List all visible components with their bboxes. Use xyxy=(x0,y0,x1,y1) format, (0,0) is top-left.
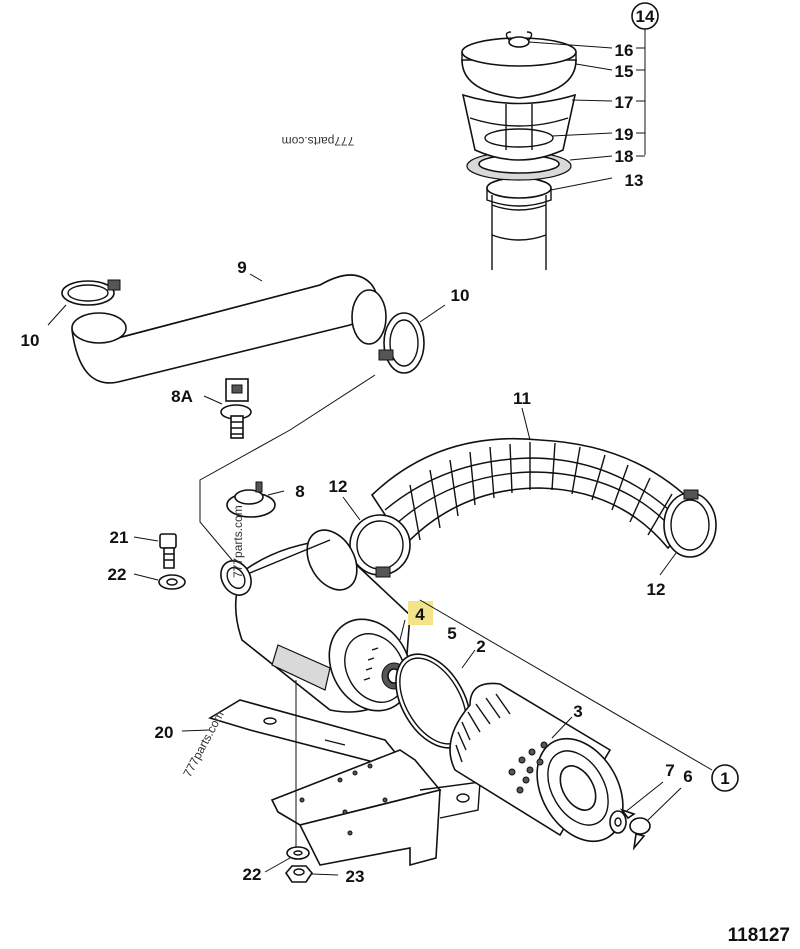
callout-11: 11 xyxy=(513,389,531,408)
callout-2: 2 xyxy=(476,637,485,656)
washer-22-top xyxy=(133,573,186,590)
callout-15: 15 xyxy=(615,62,634,81)
callout-7: 7 xyxy=(665,761,674,780)
callout-4: 4 xyxy=(415,605,425,624)
air-cleaner-housing xyxy=(199,374,433,713)
callout-13: 13 xyxy=(625,171,644,190)
callout-20: 20 xyxy=(155,723,174,742)
bolt-21 xyxy=(133,533,177,569)
callout-10-right: 10 xyxy=(451,286,470,305)
nut-23 xyxy=(284,865,339,883)
callout-6: 6 xyxy=(683,767,692,786)
watermark-bottom: 777parts.com xyxy=(180,709,226,780)
mounting-bracket-20 xyxy=(181,680,481,867)
callout-1-circle xyxy=(711,764,739,792)
callout-8a: 8A xyxy=(171,387,193,406)
washer-22-bottom xyxy=(264,846,310,873)
pre-cleaner-assembly xyxy=(461,28,646,270)
callout-1-leader xyxy=(419,599,713,771)
callout-23: 23 xyxy=(346,867,365,886)
callout-8: 8 xyxy=(295,482,304,501)
callout-16: 16 xyxy=(615,41,634,60)
callout-1: 1 xyxy=(720,769,729,788)
callout-3: 3 xyxy=(573,702,582,721)
callout-17: 17 xyxy=(615,93,634,112)
callout-12-right: 12 xyxy=(647,580,666,599)
callout-21: 21 xyxy=(110,528,129,547)
wing-nut-6 xyxy=(619,787,682,851)
figure-number: 118127 xyxy=(728,925,790,946)
callout-22-bottom: 22 xyxy=(243,865,262,884)
bellows-hose-11 xyxy=(342,407,717,578)
intake-hose-9 xyxy=(47,273,446,384)
callout-19: 19 xyxy=(615,125,634,144)
watermark-top: 777parts.com xyxy=(282,134,355,148)
restriction-sensor-8a xyxy=(203,378,252,439)
callout-12-left: 12 xyxy=(329,477,348,496)
washer-7 xyxy=(609,781,664,834)
watermark-middle: 777parts.com xyxy=(231,505,245,578)
filter-element-3 xyxy=(449,682,624,843)
callout-18: 18 xyxy=(615,147,634,166)
callout-10-left: 10 xyxy=(21,331,40,350)
callout-22-top: 22 xyxy=(108,565,127,584)
callout-9: 9 xyxy=(237,258,246,277)
plug-8 xyxy=(226,481,285,518)
callout-14-circle xyxy=(631,2,659,30)
callout-14: 14 xyxy=(636,7,655,26)
callout-5: 5 xyxy=(447,624,456,643)
